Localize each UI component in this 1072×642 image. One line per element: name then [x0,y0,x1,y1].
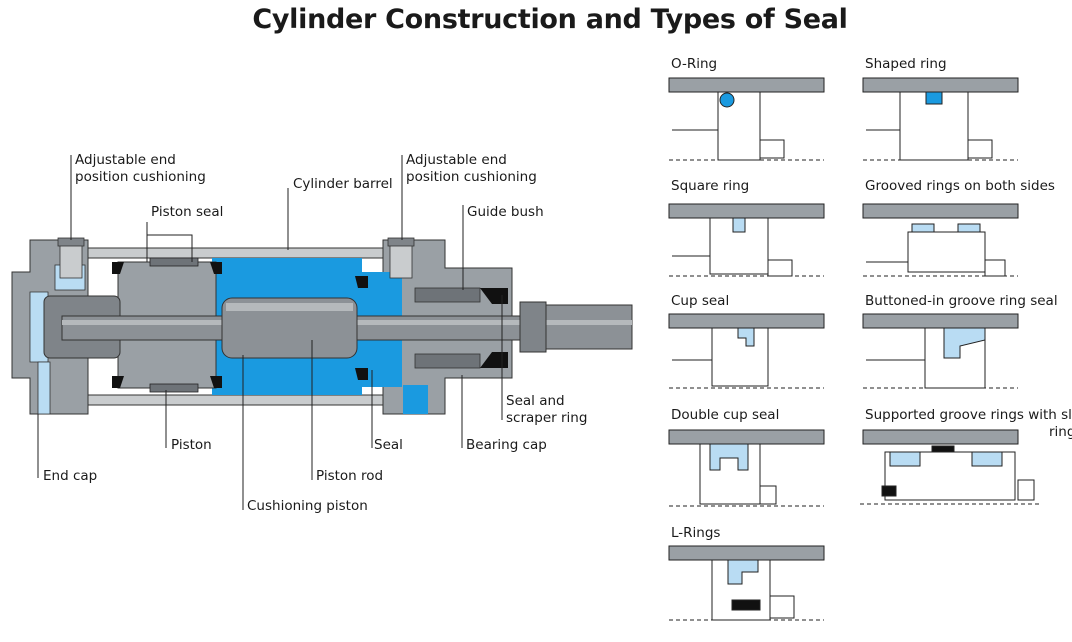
label-end-cap: End cap [43,468,98,484]
seal-title-buttoned-in: Buttoned-in groove ring seal [865,293,1058,309]
end-cap-channel [37,361,51,415]
rod-seal [355,368,368,380]
seal-title-shaped-ring: Shaped ring [865,56,947,72]
grooved-nut [984,259,1006,277]
cushion-port-right [403,385,428,414]
label-piston-rod: Piston rod [316,468,384,484]
guide-bush-top [414,287,481,303]
square-ring-housing [668,203,825,219]
double-cup-nut [759,485,777,505]
cushioning-piston-right [221,297,358,359]
barrel-top-wall [87,247,384,259]
label-adjustable-cushioning-left: Adjustable end position cushioning [75,152,206,185]
l-rings-housing [668,545,825,561]
seal-title-l-rings: L-Rings [671,525,721,541]
label-piston-seal: Piston seal [151,204,224,220]
rod-seal [355,276,368,288]
supported-housing [862,429,1019,445]
seal-title-square-ring: Square ring [671,178,750,194]
double-cup-seal [709,443,749,471]
scraper-ring-bottom [480,352,508,368]
o-ring-seal [719,92,735,108]
seal-title-cup-seal: Cup seal [671,293,730,309]
o-ring-nut [759,139,785,159]
cushion-screw-head [387,237,415,247]
seal-title-grooved-both: Grooved rings on both sides [865,178,1055,194]
shaped-ring-nut [967,139,993,159]
seal-title-o-ring: O-Ring [671,56,718,72]
grooved-seal-right [957,223,981,233]
cup-seal-seal [737,327,755,347]
seal-panels [668,77,1040,621]
double-cup-housing [668,429,825,445]
grooved-seal-left [911,223,935,233]
cup-seal-housing [668,313,825,329]
piston-rod-ext [544,304,633,350]
barrel-bottom-wall [87,394,384,406]
page-title: Cylinder Construction and Types of Seal [252,4,848,35]
supported-nut [1017,479,1035,501]
o-ring-housing [668,77,825,93]
cushioning-highlight [226,303,353,311]
label-seal-and-scraper-ring: Seal and scraper ring [506,393,588,426]
guide-bush-bottom [414,353,481,369]
lip-seal [210,262,222,274]
buttoned-housing [862,313,1019,329]
square-ring-nut [767,259,793,277]
piston-seal-top [149,257,199,267]
l-rings-nut [769,595,795,619]
label-guide-bush: Guide bush [467,204,544,220]
seal-title-double-cup: Double cup seal [671,407,780,423]
seal-title-supported-cont: ring [1049,424,1072,440]
supported-slide-ring [931,445,955,453]
label-seal: Seal [374,437,403,453]
scraper-ring-top [480,288,508,304]
square-ring-seal [732,217,746,233]
supported-seal-left [889,451,921,467]
shaped-ring-housing [862,77,1019,93]
shaped-ring-seal [925,91,943,105]
lip-seal [112,376,124,388]
label-piston: Piston [171,437,212,453]
buttoned-seal [943,327,986,359]
grooved-housing [862,203,1019,219]
l-rings-black [731,599,761,611]
piston-seal-bottom [149,383,199,393]
seal-title-supported: Supported groove rings with slid [865,407,1072,423]
label-adjustable-cushioning-right: Adjustable end position cushioning [406,152,537,185]
label-cushioning-piston: Cushioning piston [247,498,368,514]
lip-seal [210,376,222,388]
supported-base-block [881,485,897,497]
grooved-body [907,231,986,273]
lip-seal [112,262,124,274]
label-cylinder-barrel: Cylinder barrel [293,176,393,192]
l-rings-seal [727,559,759,585]
label-bearing-cap: Bearing cap [466,437,547,453]
supported-seal-right [971,451,1003,467]
rod-nut [519,301,547,353]
